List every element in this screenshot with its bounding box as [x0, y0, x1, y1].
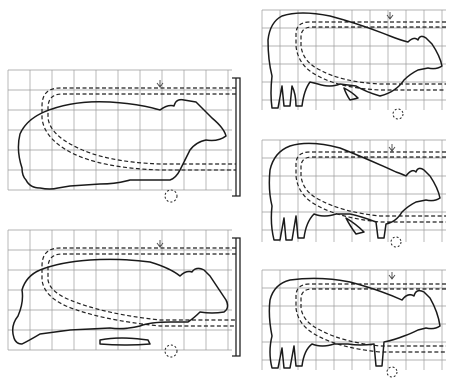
harness-line: [42, 248, 236, 326]
end-bracket: [232, 238, 240, 356]
dashed-circle-marker: [165, 345, 177, 357]
harness-line: [296, 152, 446, 222]
harness-line: [296, 22, 446, 90]
dashed-circle-marker: [387, 367, 397, 377]
panel-standing-head-up: [262, 270, 446, 377]
dashed-circle-marker: [393, 109, 403, 119]
harness-line: [42, 88, 236, 170]
dashed-circle-marker: [391, 237, 401, 247]
grid: [262, 140, 446, 242]
panel-lying-sternal: [8, 70, 240, 202]
grid: [8, 230, 232, 350]
down-arrow-icon: [389, 272, 395, 279]
panel-lying-rising: [8, 230, 240, 357]
grid: [262, 270, 446, 370]
down-arrow-icon: [389, 144, 395, 151]
cow-outline: [269, 278, 440, 368]
cow-outline: [18, 100, 226, 189]
panel-standing-head-low: [262, 10, 446, 119]
grid: [8, 70, 232, 190]
end-bracket: [232, 78, 240, 196]
panel-standing-stepping: [262, 140, 446, 247]
cow-outline: [13, 259, 228, 345]
dashed-circle-marker: [165, 190, 177, 202]
